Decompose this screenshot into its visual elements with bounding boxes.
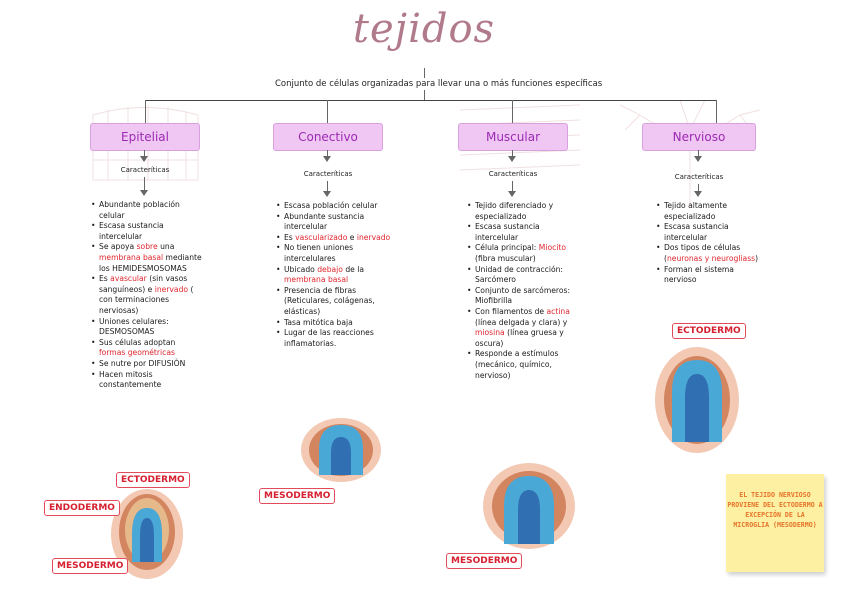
branch-line [327,150,328,158]
branch-line [716,100,717,123]
feature-item: Escasa sustancia intercelular [656,222,764,243]
endodermo-label: ENDODERMO [44,500,120,516]
category-header-conectivo: Conectivo [273,123,383,151]
branch-line [512,181,513,192]
highlight-text: debajo [317,264,343,274]
tree-horizontal-line [145,100,716,101]
branch-line [512,150,513,158]
highlight-text: Miocito [538,243,566,253]
feature-item: Dos tipos de células (neuronas y neurogl… [656,243,764,264]
mesodermo-label: MESODERMO [52,558,129,574]
subtitle-connector [424,90,425,100]
caracteristicas-label: Caracteríticas [303,170,353,178]
branch-line [327,181,328,192]
feature-item: Es avascular (sin vasos sanguíneos) e in… [91,274,204,316]
arrow-down-icon [694,156,702,162]
highlight-text: actina [546,306,570,316]
feature-item: Abundante población celular [91,200,204,221]
feature-item: Sus células adoptan formas geométricas [91,338,204,359]
feature-item: Célula principal: Miocito (fibra muscula… [467,243,583,264]
feature-item: Tejido diferenciado y especializado [467,201,583,222]
branch-line [698,150,699,158]
feature-item: No tienen uniones intercelulares [276,243,394,264]
feature-item: Escasa sustancia intercelular [91,221,204,242]
arrow-down-icon [694,191,702,197]
highlight-text: vascularizado [295,232,348,242]
branch-line [145,100,146,123]
title-connector [424,68,425,78]
feature-item: Escasa sustancia intercelular [467,222,583,243]
branch-line [327,100,328,123]
ectodermo-label: ECTODERMO [116,472,190,488]
arrow-down-icon [508,156,516,162]
branch-line [144,150,145,158]
feature-item: Forman el sistema nervioso [656,265,764,286]
category-header-nervioso: Nervioso [642,123,756,151]
sticky-note: EL TEJIDO NERVIOSO PROVIENE DEL ECTODERM… [726,474,824,572]
caracteristicas-label: Caracteríticas [674,173,724,181]
highlight-text: avascular [110,274,147,284]
embryo-illustration [301,418,381,482]
branch-line [512,100,513,123]
embryo-illustration [655,347,739,453]
arrow-down-icon [323,191,331,197]
caracteristicas-label: Caracteríticas [120,166,170,174]
highlight-text: membrana basal [284,275,349,285]
mesodermo-label: MESODERMO [446,553,523,569]
feature-list-muscular: Tejido diferenciado y especializadoEscas… [466,201,583,381]
arrow-down-icon [140,190,148,196]
highlight-text: sobre [136,242,158,252]
highlight-text: miosina [475,328,505,338]
branch-line [144,177,145,191]
feature-item: Tejido altamente especializado [656,201,764,222]
feature-item: Conjunto de sarcómeros: Miofibrilla [467,286,583,307]
ectodermo-label: ECTODERMO [672,323,746,339]
feature-item: Abundante sustancia intercelular [276,212,394,233]
caracteristicas-label: Caracteríticas [488,170,538,178]
category-header-epitelial: Epitelial [90,123,200,151]
embryo-illustration [111,489,183,579]
category-header-muscular: Muscular [458,123,568,151]
definition-text: Conjunto de células organizadas para lle… [275,79,603,89]
highlight-text: membrana basal [99,252,164,262]
feature-item: Es vascularizado e inervado [276,232,394,244]
feature-item: Escasa población celular [276,201,394,212]
feature-list-epitelial: Abundante población celularEscasa sustan… [90,200,204,391]
feature-item: Se nutre por DIFUSIÓN [91,359,204,370]
highlight-text: inervado [356,232,391,242]
highlight-text: formas geométricas [99,348,175,358]
arrow-down-icon [140,156,148,162]
highlight-text: inervado [154,284,189,294]
feature-list-conectivo: Escasa población celularAbundante sustan… [275,201,394,349]
feature-item: Lugar de las reacciones inflamatorias. [276,328,394,349]
branch-line [698,184,699,192]
feature-item: Responde a estímulos (mecánico, químico,… [467,349,583,381]
feature-item: Ubicado debajo de la membrana basal [276,264,394,286]
mesodermo-label: MESODERMO [259,488,336,504]
neuron-sketch [619,99,761,205]
feature-item: Unidad de contracción: Sarcómero [467,265,583,286]
highlight-text: neuronas y neurogliass [666,253,756,263]
feature-list-nervioso: Tejido altamente especializadoEscasa sus… [655,201,764,286]
feature-item: Se apoya sobre una membrana basal median… [91,242,204,274]
feature-item: Uniones celulares: DESMOSOMAS [91,317,204,338]
feature-item: Tasa mitótica baja [276,318,394,329]
feature-item: Hacen mitosis constantemente [91,370,204,391]
arrow-down-icon [323,156,331,162]
feature-item: Presencia de fibras (Reticulares, coláge… [276,286,394,318]
page-title: tejidos [352,6,496,52]
embryo-illustration [483,463,575,549]
arrow-down-icon [508,191,516,197]
feature-item: Con filamentos de actina (línea delgada … [467,306,583,349]
